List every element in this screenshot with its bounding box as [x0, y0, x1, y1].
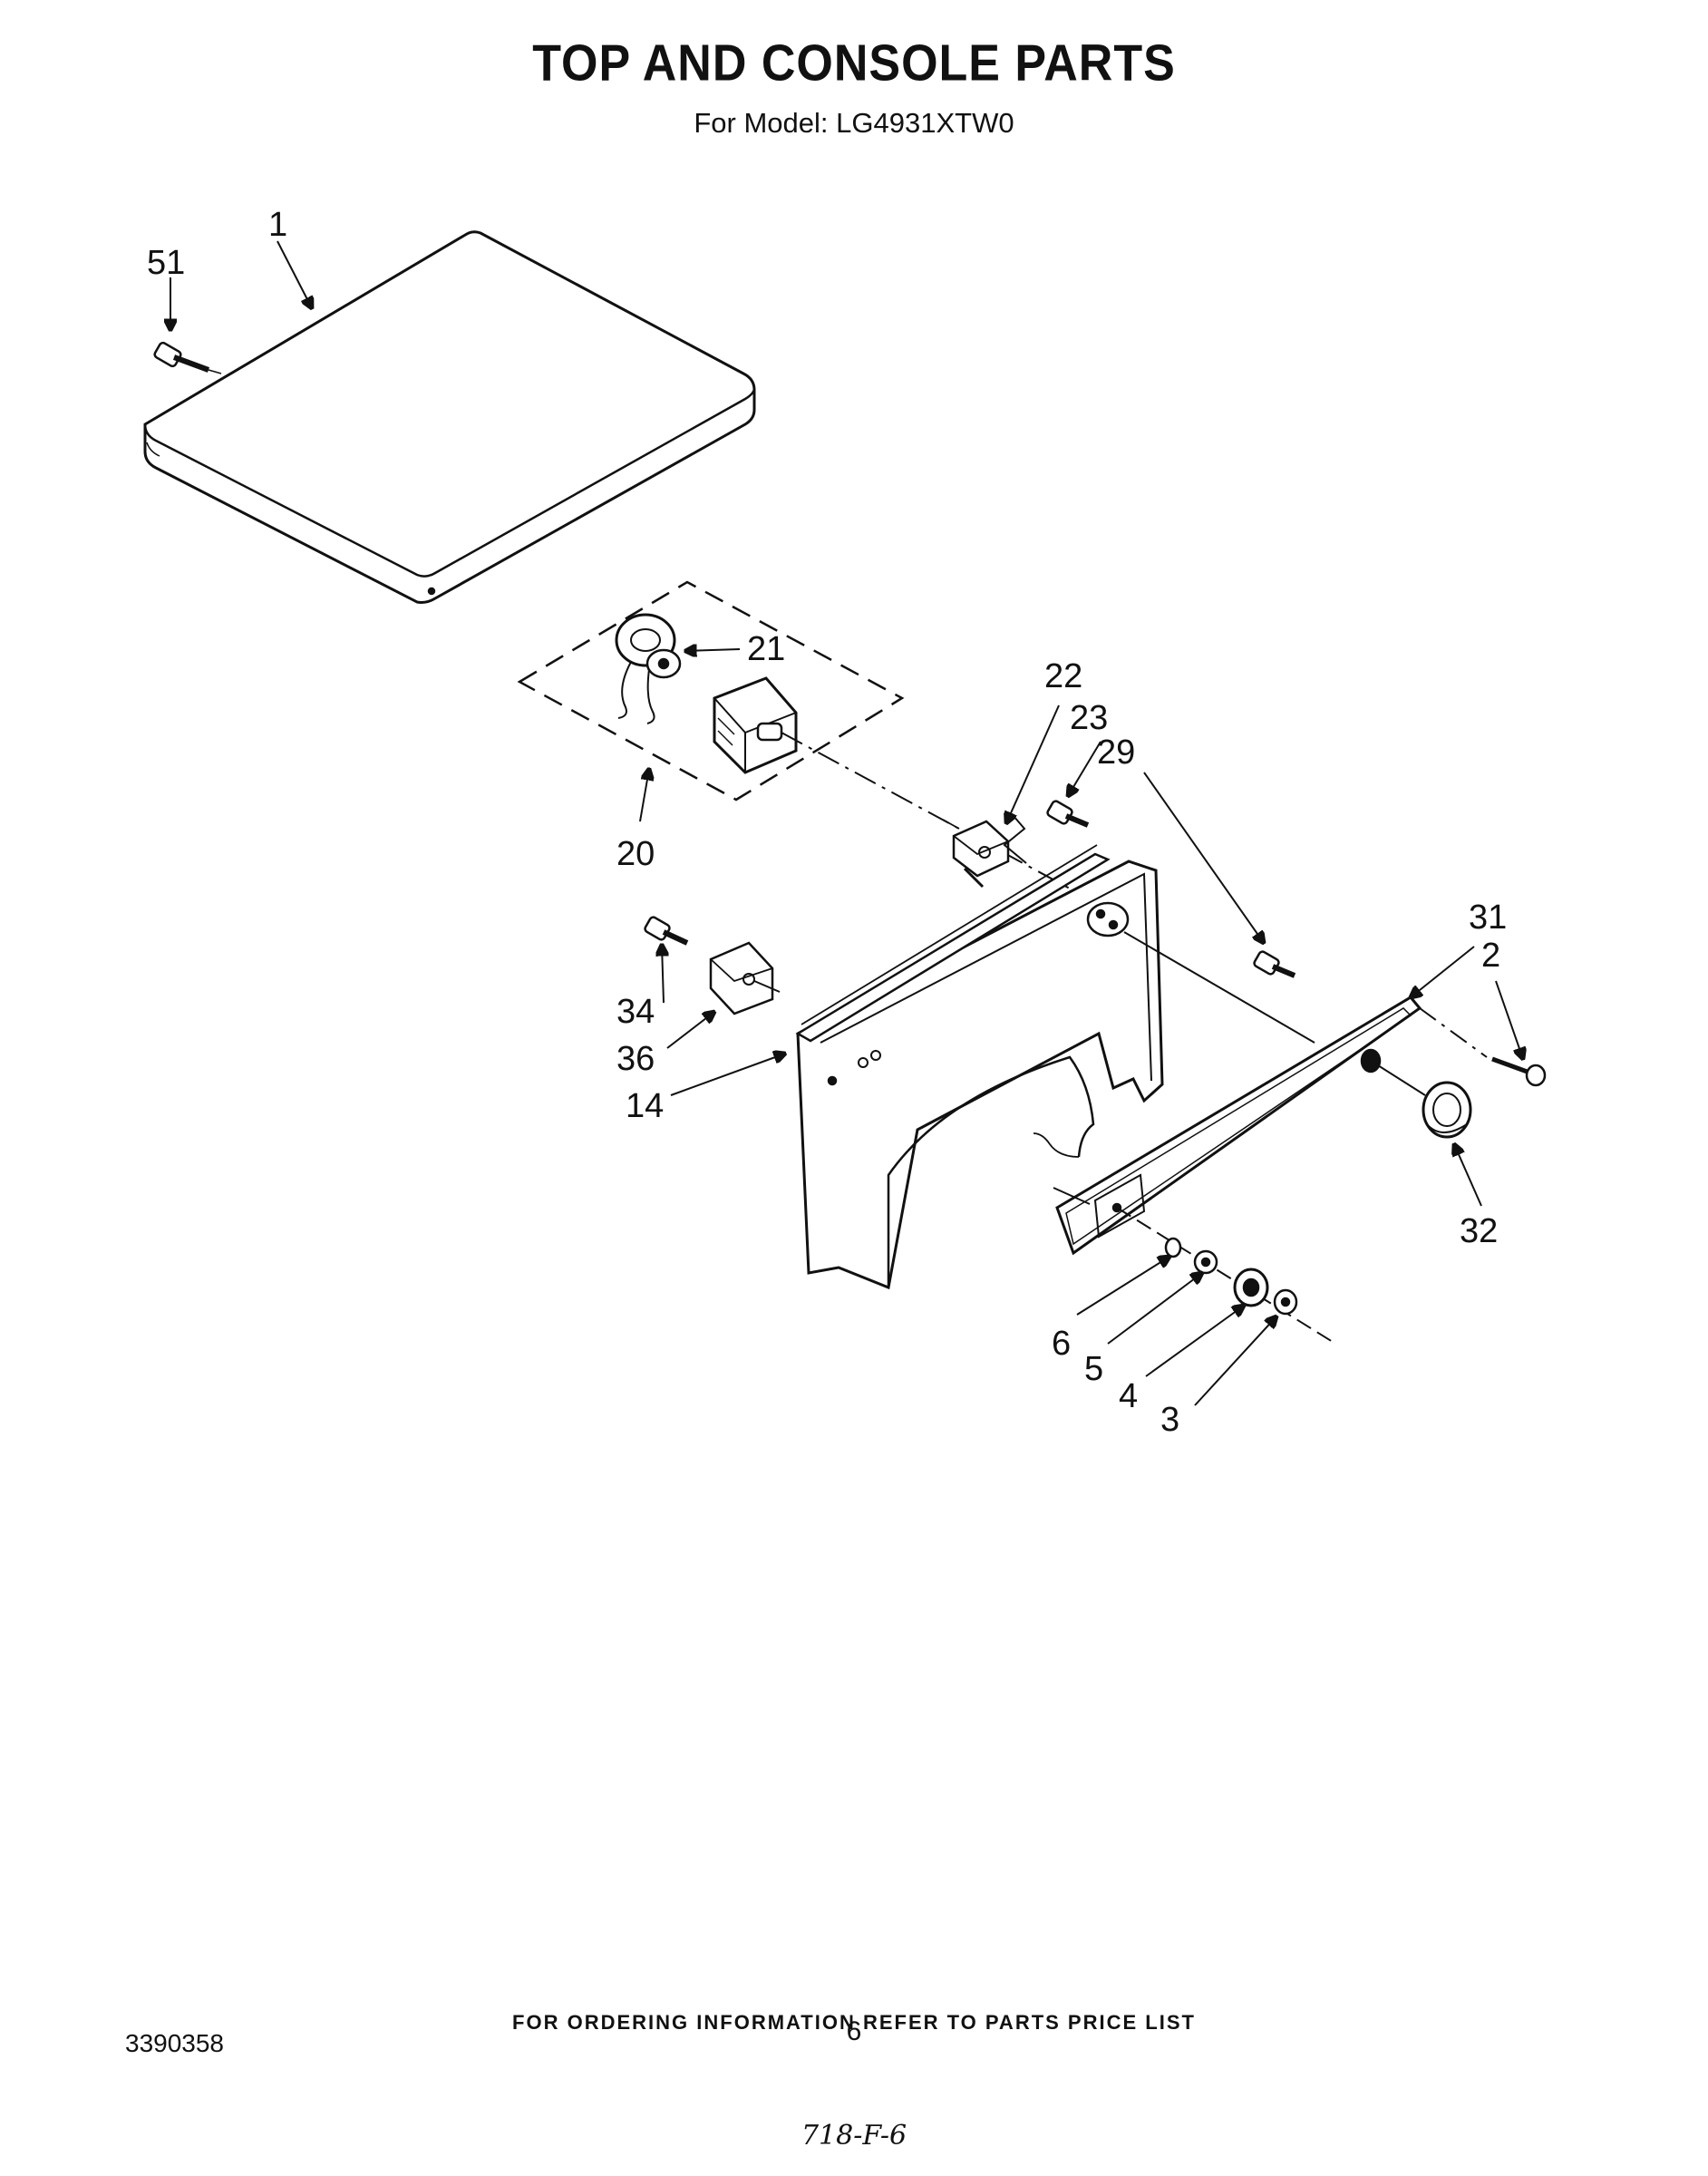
callout-21: 21	[747, 630, 785, 668]
top-panel-part	[143, 230, 756, 604]
callout-2: 2	[1481, 937, 1500, 975]
bushing-part-4	[1233, 1268, 1269, 1307]
document-number: 3390358	[125, 2029, 225, 2057]
ordering-note: FOR ORDERING INFORMATION REFER TO PARTS …	[512, 2011, 1196, 2034]
callout-31: 31	[1469, 899, 1507, 937]
callout-32: 32	[1460, 1212, 1498, 1250]
callout-4: 4	[1119, 1377, 1138, 1415]
washer-part-6	[1164, 1237, 1182, 1258]
callout-36: 36	[616, 1040, 655, 1078]
screw-part-2	[1491, 1056, 1547, 1087]
callout-51: 51	[147, 244, 185, 282]
switch-part-22	[942, 815, 1027, 889]
callout-1: 1	[268, 206, 287, 244]
screw-part-51	[153, 341, 222, 374]
model-label: For Model:	[694, 107, 829, 139]
callout-3: 3	[1160, 1401, 1179, 1439]
timer-motor-part-21	[615, 613, 682, 724]
callout-14: 14	[626, 1087, 664, 1125]
model-number: LG4931XTW0	[836, 107, 1014, 139]
page-number: 6	[846, 2016, 862, 2046]
page-title: TOP AND CONSOLE PARTS	[532, 34, 1176, 92]
callout-20: 20	[616, 835, 655, 873]
callout-5: 5	[1084, 1350, 1103, 1388]
console-part-14	[795, 844, 1164, 1290]
screw-part-29	[1253, 950, 1296, 978]
model-line: For Model: LG4931XTW0	[0, 107, 1708, 140]
screw-part-34	[644, 916, 689, 946]
timer-body	[713, 676, 798, 774]
handwritten-note: 718-F-6	[801, 2120, 907, 2152]
washer-part-5	[1193, 1249, 1218, 1275]
callout-leaders	[170, 240, 1523, 1406]
selector-switch-part-36	[709, 941, 781, 1015]
nut-part-3	[1273, 1288, 1298, 1316]
timer-assembly-box	[517, 580, 905, 801]
callout-22: 22	[1044, 657, 1082, 695]
screw-part-23	[1046, 800, 1090, 828]
callout-34: 34	[616, 993, 655, 1031]
knob-part-32	[1422, 1081, 1472, 1139]
callout-6: 6	[1052, 1325, 1071, 1363]
callout-29: 29	[1097, 733, 1135, 772]
callout-23: 23	[1070, 699, 1108, 737]
